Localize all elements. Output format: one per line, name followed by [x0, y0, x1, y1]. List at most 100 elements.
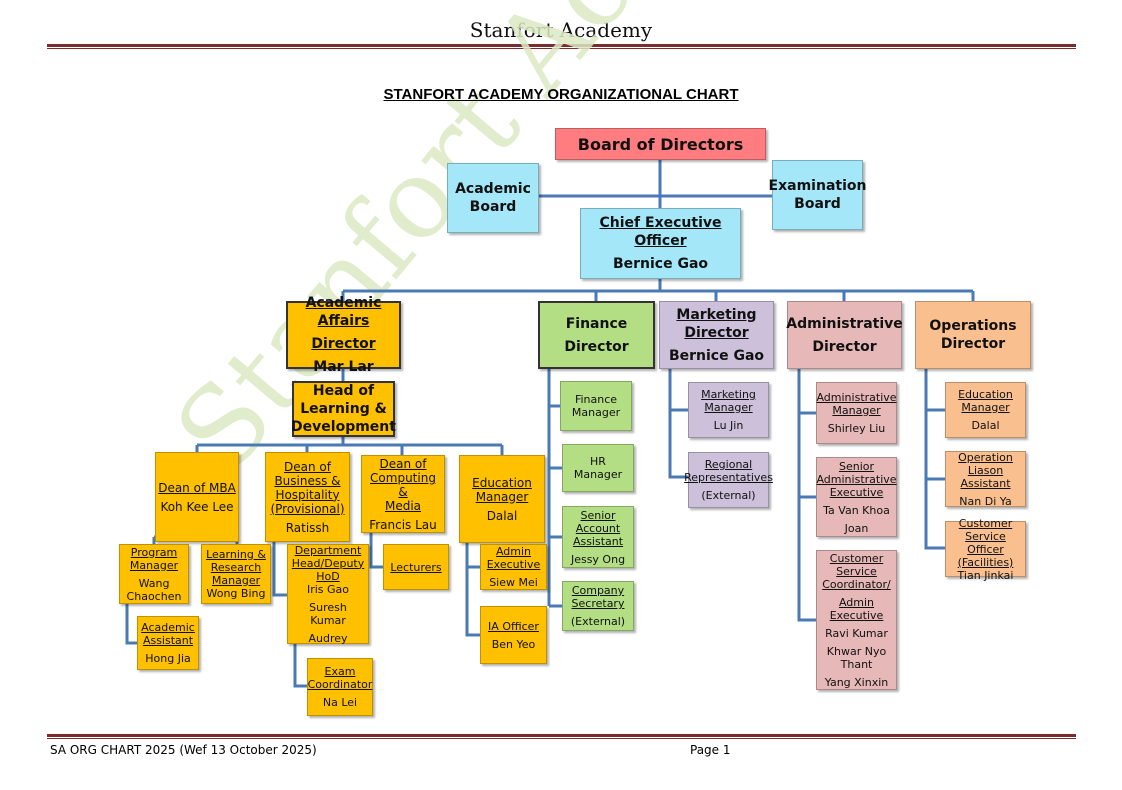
box-role-text: Service — [836, 564, 877, 578]
box-text: Director — [564, 338, 629, 355]
box-role-text: Research — [210, 561, 262, 574]
box-role-text: Marketing — [676, 306, 757, 323]
org-box-dean-mba: Dean of MBA Koh Kee Lee — [155, 452, 239, 542]
box-role-text: Dean of — [379, 456, 427, 471]
box-text: Ratissh — [285, 520, 330, 535]
box-text: Head of — [312, 383, 375, 399]
box-text: Finance — [565, 315, 628, 332]
box-text: Iris Gao — [306, 582, 350, 596]
box-text: Finance — [574, 393, 618, 406]
box-text: Tian Jinkai — [957, 568, 1014, 582]
box-text: Nan Di Ya — [959, 494, 1012, 508]
box-role-text: Dean of MBA — [158, 480, 236, 495]
box-role-text: Admin — [495, 545, 532, 558]
box-text: Siew Mei — [489, 576, 538, 589]
box-text: Joan — [844, 521, 869, 535]
box-text: Board — [469, 199, 517, 215]
box-text: Learning & — [300, 401, 387, 417]
box-role-text: Manager — [704, 401, 753, 414]
box-text: Chaochen — [126, 589, 182, 603]
org-box-lecturers: Lecturers — [383, 544, 449, 590]
box-text: Ravi Kumar — [825, 626, 888, 640]
box-role-text: Company — [571, 584, 625, 597]
box-role-text: Manager — [961, 401, 1010, 414]
box-role-text: Representatives — [684, 471, 773, 484]
box-text: Jessy Ong — [570, 552, 626, 566]
box-role-text: Dean of — [284, 459, 331, 474]
box-role-text: Executive — [829, 608, 884, 622]
box-role-text: Program — [130, 545, 178, 559]
box-role-text: Chief Executive Officer — [599, 215, 722, 249]
box-role-text: Coordinator — [307, 678, 373, 691]
box-text: Wang — [138, 576, 170, 590]
box-role-text: Director — [684, 324, 749, 341]
box-text: Na Lei — [322, 696, 358, 709]
box-text: Operations — [929, 318, 1017, 334]
box-role-text: Academic — [141, 621, 195, 634]
box-role-text: Regional — [704, 458, 753, 471]
box-text: Dalal — [971, 419, 1000, 432]
box-role-text: Business & — [274, 473, 341, 488]
box-role-text: Department — [294, 543, 362, 557]
box-role-text: Assistant — [572, 534, 624, 548]
box-text: Shirley Liu — [827, 422, 886, 435]
box-text: Khwar Nyo — [826, 644, 887, 658]
box-role-text: Operation — [958, 450, 1013, 464]
box-role-text: Learning & — [206, 548, 266, 561]
box-role-text: Media — [384, 498, 422, 513]
box-text: Hong Jia — [145, 652, 191, 665]
box-text: Audrey — [308, 631, 348, 645]
box-role-text: Account — [575, 521, 621, 535]
box-text: Board of Directors — [577, 134, 744, 154]
box-role-text: Liason Assistant — [960, 463, 1011, 490]
box-text: Yang Xinxin — [824, 675, 889, 689]
box-role-text: (Provisional) — [270, 501, 345, 516]
box-text: Administrative — [786, 315, 903, 332]
box-text: Bernice Gao — [668, 347, 765, 364]
box-text: HR Manager — [573, 455, 623, 481]
box-role-text: Administrative — [816, 472, 897, 486]
box-text: Francis Lau — [369, 517, 437, 532]
box-text: Koh Kee Lee — [160, 499, 234, 514]
box-role-text: Service Officer — [965, 529, 1006, 556]
box-text: Wong Bing — [206, 587, 266, 600]
document-header: Stanfort Academy — [469, 18, 653, 42]
box-text: Thant — [840, 657, 873, 671]
box-role-text: Admin — [838, 595, 875, 609]
box-text: Academic — [455, 181, 531, 197]
org-box-board: Board of Directors — [555, 128, 766, 160]
header-rule — [47, 44, 1076, 49]
box-text: Suresh Kumar — [309, 600, 347, 627]
box-role-text: Director — [311, 336, 376, 352]
page-title: STANFORT ACADEMY ORGANIZATIONAL CHART — [383, 86, 739, 103]
box-role-text: Secretary — [571, 597, 625, 610]
box-text: (External) — [570, 615, 626, 628]
box-text: Manager — [571, 406, 621, 419]
footer-rule — [47, 734, 1076, 739]
box-role-text: Customer — [958, 516, 1013, 530]
box-text: Director — [940, 336, 1006, 352]
org-box-hr-mgr: HR Manager — [562, 444, 634, 492]
box-role-text: Manager — [475, 489, 529, 504]
box-role-text: Customer — [829, 551, 884, 565]
